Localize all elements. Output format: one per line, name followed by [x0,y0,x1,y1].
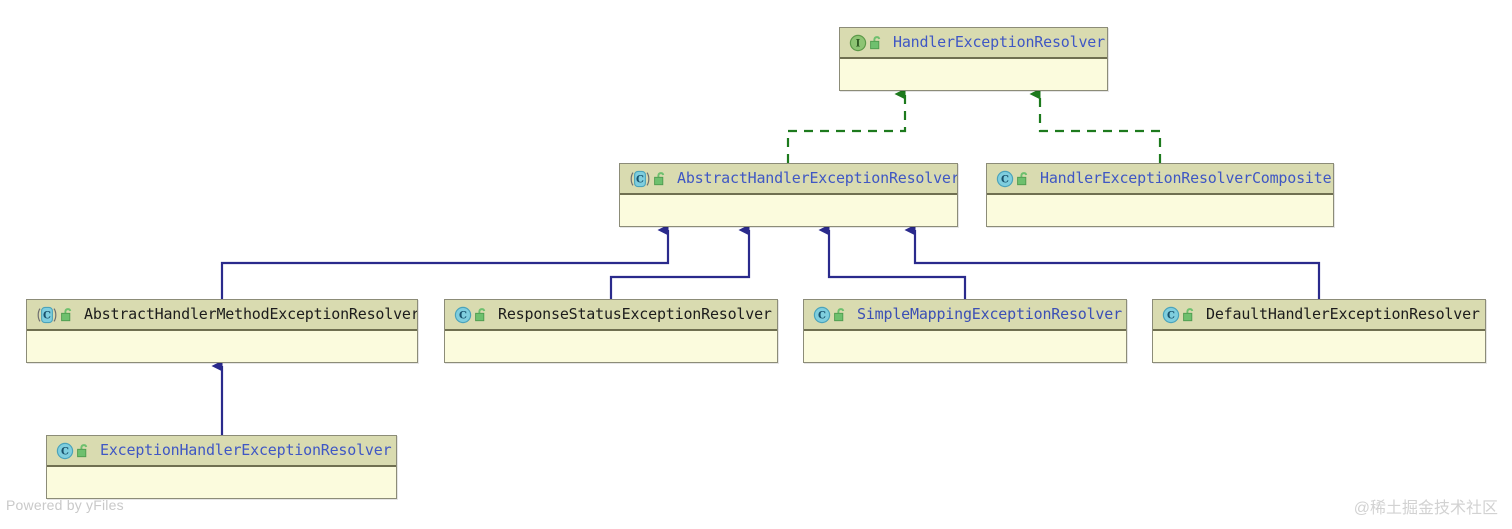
svg-text:I: I [856,38,861,49]
uml-node-handler-exception-resolver[interactable]: I HandlerExceptionResolver [839,27,1108,91]
uml-node-handler-exception-resolver-composite[interactable]: C HandlerExceptionResolverComposite [986,163,1334,227]
class-icon: C [56,442,74,460]
uml-node-header: C ResponseStatusExceptionResolver [445,300,777,331]
uml-node-title: HandlerExceptionResolverComposite [1040,169,1332,187]
uml-node-header: I HandlerExceptionResolver [840,28,1107,59]
uml-node-title: SimpleMappingExceptionResolver [857,305,1122,323]
public-lock-icon [76,443,90,459]
uml-node-header: C DefaultHandlerExceptionResolver [1153,300,1485,331]
svg-text:C: C [61,446,69,457]
abstract-class-icon: C [36,306,58,324]
uml-node-header: C SimpleMappingExceptionResolver [804,300,1126,331]
edge-extends-abstract-handler-method-exception-resolver [220,224,670,299]
public-lock-icon [869,35,883,51]
public-lock-icon [60,307,74,323]
uml-node-title: HandlerExceptionResolver [893,33,1105,51]
uml-node-members [620,195,957,226]
edge-extends-simple-mapping-exception-resolver [818,224,967,299]
uml-node-members [445,331,777,362]
uml-node-title: ResponseStatusExceptionResolver [498,305,772,323]
svg-text:C: C [43,310,51,321]
abstract-class-icon: C [629,170,651,188]
uml-node-members [27,331,417,362]
uml-node-members [47,467,396,498]
interface-icon: I [849,34,867,52]
uml-node-header: C AbstractHandlerExceptionResolver [620,164,957,195]
public-lock-icon [653,171,667,187]
uml-node-members [987,195,1333,226]
public-lock-icon [1182,307,1196,323]
community-watermark: @稀土掘金技术社区 [1353,500,1498,517]
svg-text:C: C [459,310,467,321]
svg-text:C: C [818,310,826,321]
uml-node-title: AbstractHandlerMethodExceptionResolver [84,305,417,323]
uml-node-response-status-exception-resolver[interactable]: C ResponseStatusExceptionResolver [444,299,778,363]
uml-node-abstract-handler-method-exception-resolver[interactable]: C AbstractHandlerMethodExceptionResolver [26,299,418,363]
uml-node-header: C ExceptionHandlerExceptionResolver [47,436,396,467]
class-icon: C [996,170,1014,188]
uml-node-title: DefaultHandlerExceptionResolver [1206,305,1480,323]
uml-node-title: ExceptionHandlerExceptionResolver [100,441,392,459]
edge-extends-default-handler-exception-resolver [904,224,1321,299]
uml-node-header: C HandlerExceptionResolverComposite [987,164,1333,195]
class-icon: C [1162,306,1180,324]
edge-implements-abstract-handler-exception-resolver [786,88,907,163]
yfiles-watermark: Powered by yFiles [6,497,124,513]
uml-node-members [804,331,1126,362]
edge-implements-handler-exception-resolver-composite [1029,88,1162,163]
class-icon: C [813,306,831,324]
uml-node-default-handler-exception-resolver[interactable]: C DefaultHandlerExceptionResolver [1152,299,1486,363]
svg-text:C: C [1001,174,1009,185]
uml-node-exception-handler-exception-resolver[interactable]: C ExceptionHandlerExceptionResolver [46,435,397,499]
svg-text:C: C [636,174,644,185]
public-lock-icon [1016,171,1030,187]
uml-node-title: AbstractHandlerExceptionResolver [677,169,957,187]
uml-node-members [1153,331,1485,362]
uml-node-members [840,59,1107,90]
public-lock-icon [474,307,488,323]
uml-node-simple-mapping-exception-resolver[interactable]: C SimpleMappingExceptionResolver [803,299,1127,363]
svg-text:C: C [1167,310,1175,321]
uml-node-header: C AbstractHandlerMethodExceptionResolver [27,300,417,331]
edge-extends-response-status-exception-resolver [609,224,751,299]
uml-node-abstract-handler-exception-resolver[interactable]: C AbstractHandlerExceptionResolver [619,163,958,227]
class-icon: C [454,306,472,324]
public-lock-icon [833,307,847,323]
